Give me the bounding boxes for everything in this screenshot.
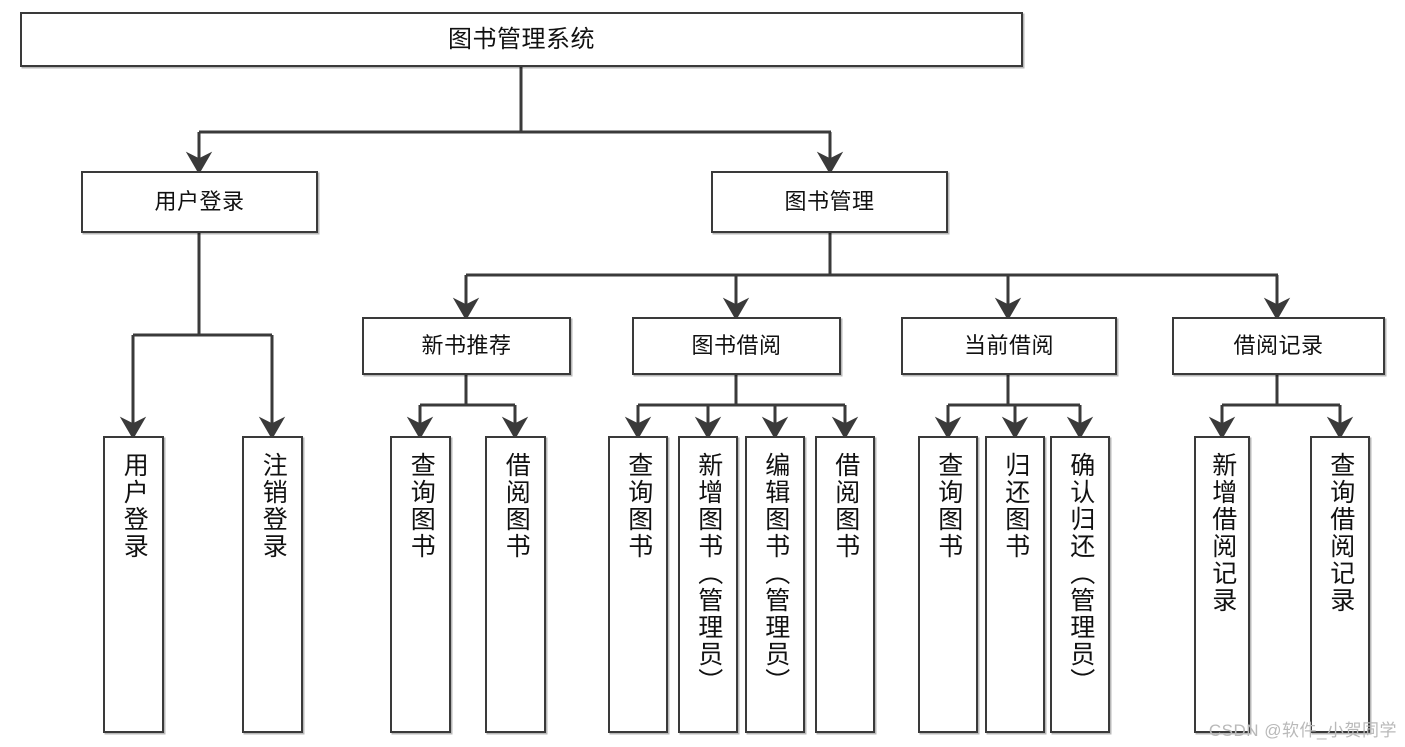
node-leaf-add-borrow-record-label: 新增借阅记录 — [1208, 452, 1237, 614]
node-leaf-borrow-book[interactable]: 借阅图书 — [815, 436, 875, 733]
node-leaf-query-book-borrow-label: 查询图书 — [624, 452, 653, 560]
node-new-book-recommend-label: 新书推荐 — [421, 333, 512, 359]
node-leaf-query-book-rec[interactable]: 查询图书 — [390, 436, 451, 733]
node-leaf-user-login[interactable]: 用户登录 — [103, 436, 164, 733]
node-leaf-borrow-book-label: 借阅图书 — [831, 452, 860, 560]
node-leaf-user-logout[interactable]: 注销登录 — [242, 436, 303, 733]
node-leaf-query-book-borrow[interactable]: 查询图书 — [608, 436, 668, 733]
node-book-borrow[interactable]: 图书借阅 — [632, 317, 841, 375]
node-book-borrow-label: 图书借阅 — [691, 333, 782, 359]
node-borrow-record[interactable]: 借阅记录 — [1172, 317, 1385, 375]
node-book-manage[interactable]: 图书管理 — [711, 171, 948, 233]
node-user-login-label: 用户登录 — [154, 189, 245, 215]
node-leaf-add-borrow-record[interactable]: 新增借阅记录 — [1194, 436, 1250, 733]
node-user-login[interactable]: 用户登录 — [81, 171, 318, 233]
node-book-manage-label: 图书管理 — [784, 189, 875, 215]
node-leaf-user-login-label: 用户登录 — [120, 452, 149, 560]
node-leaf-confirm-return-label: 确认归还（管理员） — [1066, 452, 1095, 695]
node-leaf-borrow-book-rec[interactable]: 借阅图书 — [485, 436, 546, 733]
node-leaf-query-book-rec-label: 查询图书 — [407, 452, 436, 560]
node-new-book-recommend[interactable]: 新书推荐 — [362, 317, 571, 375]
node-leaf-edit-book[interactable]: 编辑图书（管理员） — [745, 436, 805, 733]
node-leaf-return-book[interactable]: 归还图书 — [985, 436, 1045, 733]
node-leaf-query-book-current[interactable]: 查询图书 — [918, 436, 978, 733]
node-root[interactable]: 图书管理系统 — [20, 12, 1023, 67]
watermark-text: CSDN @软件_小贺同学 — [1208, 721, 1397, 740]
node-leaf-query-borrow-record[interactable]: 查询借阅记录 — [1310, 436, 1370, 733]
node-leaf-edit-book-label: 编辑图书（管理员） — [761, 452, 790, 695]
node-leaf-add-book[interactable]: 新增图书（管理员） — [678, 436, 738, 733]
node-leaf-confirm-return[interactable]: 确认归还（管理员） — [1050, 436, 1110, 733]
node-current-borrow[interactable]: 当前借阅 — [901, 317, 1117, 375]
node-leaf-query-book-current-label: 查询图书 — [934, 452, 963, 560]
node-root-label: 图书管理系统 — [448, 25, 595, 53]
node-leaf-return-book-label: 归还图书 — [1001, 452, 1030, 560]
node-leaf-add-book-label: 新增图书（管理员） — [694, 452, 723, 695]
node-leaf-borrow-book-rec-label: 借阅图书 — [502, 452, 531, 560]
node-leaf-user-logout-label: 注销登录 — [259, 452, 288, 560]
node-borrow-record-label: 借阅记录 — [1233, 333, 1324, 359]
node-leaf-query-borrow-record-label: 查询借阅记录 — [1326, 452, 1355, 614]
node-current-borrow-label: 当前借阅 — [963, 333, 1054, 359]
